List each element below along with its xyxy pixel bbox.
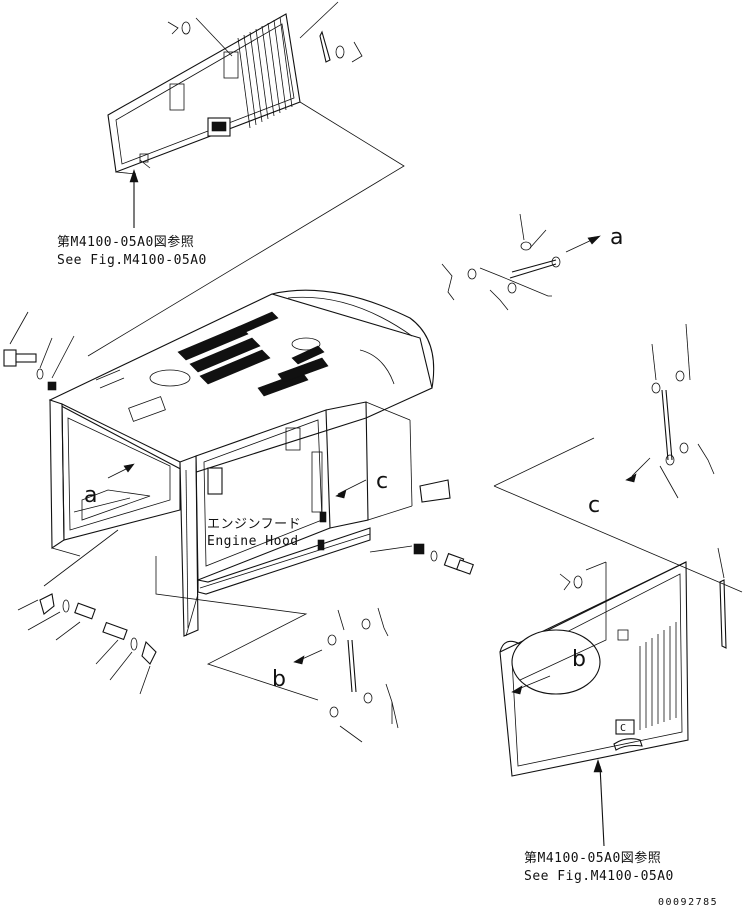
top-reference-jp: 第M4100-05A0図参照: [57, 234, 194, 250]
bottom-side-panel: b C: [493, 437, 743, 777]
top-reference-en: See Fig.M4100-05A0: [57, 253, 207, 268]
engine-hood-label: エンジンフード Engine Hood: [207, 517, 301, 549]
gas-spring-group-c: c: [588, 323, 715, 518]
bottom-reference-jp: 第M4100-05A0図参照: [524, 850, 661, 866]
left-upper-fasteners: [3, 311, 75, 391]
gas-spring-group-a: a: [441, 213, 623, 311]
callout-b-right: b: [572, 647, 586, 672]
engine-hood-label-en: Engine Hood: [207, 534, 299, 549]
engine-hood-label-jp: エンジンフード: [207, 517, 301, 532]
bottom-reference-callout: 第M4100-05A0図参照 See Fig.M4100-05A0: [524, 759, 674, 884]
callout-c-left: c: [376, 469, 388, 494]
top-panel-fasteners: [167, 1, 363, 63]
top-side-panel: [107, 13, 301, 173]
bottom-reference-en: See Fig.M4100-05A0: [524, 869, 674, 884]
callout-a-right: a: [610, 225, 623, 250]
right-hood-fasteners: [369, 543, 474, 575]
callout-a-left: a: [84, 483, 97, 508]
left-lower-fasteners: [17, 529, 157, 695]
gas-spring-group-b: b: [155, 556, 399, 743]
top-reference-callout: 第M4100-05A0図参照 See Fig.M4100-05A0: [57, 169, 207, 268]
callout-c-right: c: [588, 493, 600, 518]
drawing-number: 00092785: [658, 897, 718, 908]
hood-callout-arrows: a c: [84, 463, 388, 508]
callout-b-left: b: [272, 667, 286, 692]
panel-badge: C: [620, 723, 628, 734]
top-panel-leader-plane: [87, 101, 405, 357]
engine-hood: [48, 289, 451, 637]
